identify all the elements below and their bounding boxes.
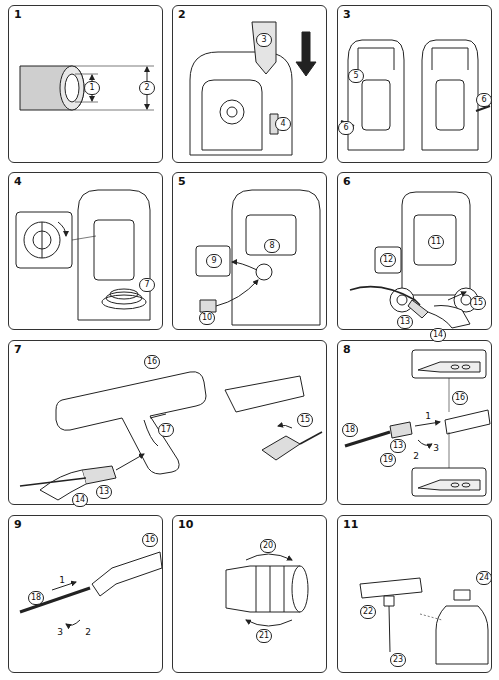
step-number: 7 [14,344,22,355]
step-arrow-number: 3 [56,628,64,637]
step-panel: 2 [172,5,327,163]
callout-number: 15 [470,296,486,310]
step-panel: 11 [337,515,492,673]
step-arrow-number: 3 [432,444,440,453]
callout-number: 16 [144,355,160,369]
callout-number: 23 [390,653,406,667]
callout-number: 16 [452,391,468,405]
callout-number: 18 [342,423,358,437]
callout-number: 19 [380,453,396,467]
step-number: 6 [343,176,351,187]
step-panel: 3 [337,5,492,163]
callout-number: 17 [158,423,174,437]
callout-number: 9 [206,254,222,268]
callout-number: 22 [360,605,376,619]
step-panel: 5 [172,172,327,330]
callout-number: 2 [139,81,155,95]
step-number: 9 [14,519,22,530]
step-number: 11 [343,519,358,530]
step-number: 3 [343,9,351,20]
callout-number: 4 [275,117,291,131]
step-number: 2 [178,9,186,20]
step-number: 10 [178,519,193,530]
step-panel: 8 [337,340,492,505]
step-number: 4 [14,176,22,187]
step-arrow-number: 2 [84,628,92,637]
callout-number: 8 [264,239,280,253]
callout-number: 14 [72,493,88,507]
callout-number: 10 [199,311,215,325]
step-number: 5 [178,176,186,187]
callout-number: 16 [142,533,158,547]
callout-number: 15 [297,413,313,427]
callout-number: 12 [380,253,396,267]
step-arrow-number: 2 [412,452,420,461]
step-number: 1 [14,9,22,20]
callout-number: 20 [260,539,276,553]
callout-number: 3 [256,33,272,47]
callout-number: 11 [428,235,444,249]
step-number: 8 [343,344,351,355]
callout-number: 6 [476,93,492,107]
step-arrow-number: 1 [424,412,432,421]
callout-number: 6 [338,121,354,135]
callout-number: 18 [28,591,44,605]
step-panel: 6 [337,172,492,330]
callout-number: 1 [84,81,100,95]
callout-number: 13 [390,439,406,453]
callout-number: 5 [348,69,364,83]
callout-number: 21 [256,629,272,643]
step-panel: 4 [8,172,163,330]
callout-number: 24 [476,571,492,585]
callout-number: 13 [96,485,112,499]
callout-number: 13 [397,315,413,329]
step-panel: 10 [172,515,327,673]
step-arrow-number: 1 [58,576,66,585]
callout-number: 7 [139,278,155,292]
callout-number: 14 [430,328,446,342]
